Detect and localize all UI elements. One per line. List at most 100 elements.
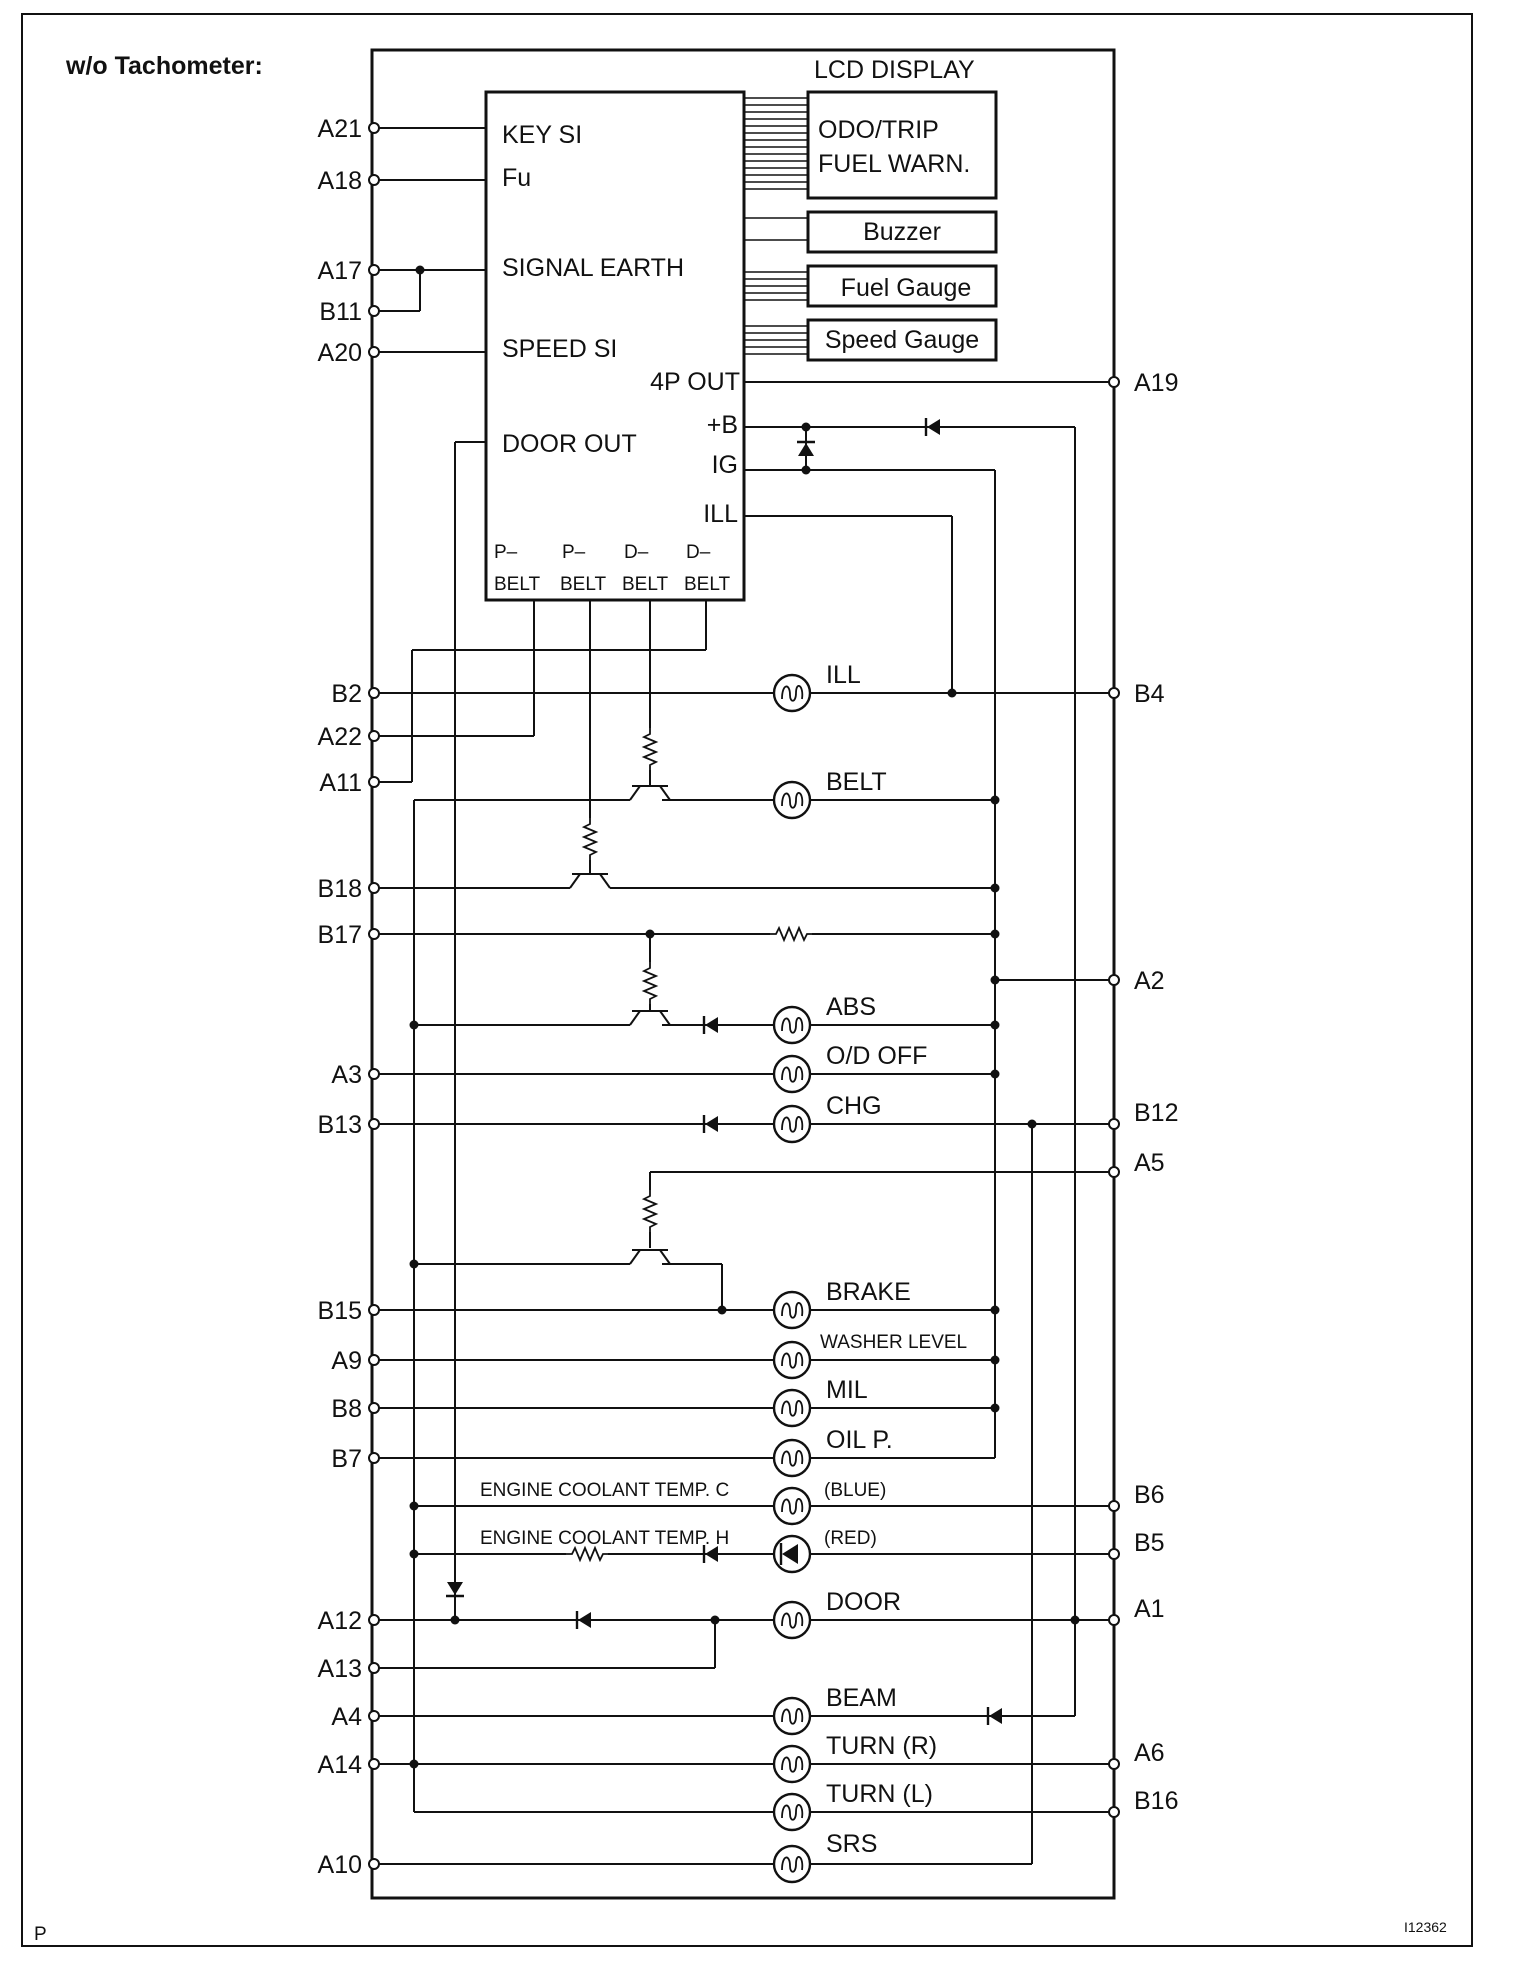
mil-label: MIL	[826, 1376, 868, 1404]
terminal-a2: A2	[1134, 967, 1165, 995]
terminal-b4: B4	[1134, 680, 1165, 708]
od-off-label: O/D OFF	[826, 1042, 927, 1070]
chg-diode	[702, 1113, 720, 1135]
page-frame	[21, 13, 1473, 1947]
od-off-lamp	[772, 1054, 812, 1094]
coolant-h-resistor	[565, 1547, 609, 1561]
ic-belt-pin-1-top: P–	[494, 542, 518, 563]
terminal-b11: B11	[319, 298, 362, 326]
ill-label: ILL	[826, 661, 861, 689]
ic-fu: Fu	[502, 164, 531, 192]
lcd-fuel-gauge: Fuel Gauge	[841, 274, 972, 302]
ic-4p-out: 4P OUT	[650, 368, 740, 396]
terminal-b15: B15	[318, 1297, 362, 1325]
terminal-a9: A9	[331, 1347, 362, 1375]
lcd-bus-lines	[744, 97, 808, 355]
ic-belt-pin-4-bottom: BELT	[684, 574, 731, 595]
chg-label: CHG	[826, 1092, 882, 1120]
srs-lamp	[772, 1844, 812, 1884]
terminal-b5: B5	[1134, 1529, 1165, 1557]
terminal-b8: B8	[331, 1395, 362, 1423]
figure-id: I12362	[1404, 1919, 1447, 1935]
ic-belt-pin-2-top: P–	[562, 542, 586, 563]
beam-label: BEAM	[826, 1684, 897, 1712]
terminal-b13: B13	[318, 1111, 362, 1139]
terminal-b17: B17	[318, 921, 362, 949]
ic-ig: IG	[712, 451, 738, 479]
ic-signal-earth: SIGNAL EARTH	[502, 254, 684, 282]
mil-lamp	[772, 1388, 812, 1428]
terminal-a3: A3	[331, 1061, 362, 1089]
lcd-speed-gauge: Speed Gauge	[825, 326, 979, 354]
turn-l-label: TURN (L)	[826, 1780, 933, 1808]
red-label: (RED)	[824, 1528, 877, 1549]
lcd-buzzer-box	[806, 210, 998, 254]
turn-r-lamp	[772, 1744, 812, 1784]
brake-label: BRAKE	[826, 1278, 911, 1306]
terminal-a14: A14	[318, 1751, 363, 1779]
brake-transistor	[629, 1249, 671, 1265]
plus-b-diode	[924, 416, 942, 438]
terminal-b6: B6	[1134, 1481, 1165, 1509]
b18-transistor-resistor	[583, 817, 597, 861]
ic-belt-pin-4-top: D–	[686, 542, 711, 563]
ic-key-si: KEY SI	[502, 121, 582, 149]
meter-ic	[484, 90, 746, 602]
terminal-b7: B7	[331, 1445, 362, 1473]
ic-door-out: DOOR OUT	[502, 430, 637, 458]
ill-lamp	[772, 673, 812, 713]
terminal-a22: A22	[318, 723, 362, 751]
lcd-fuel-gauge-box	[806, 264, 998, 308]
oil-p-lamp	[772, 1438, 812, 1478]
terminal-a5: A5	[1134, 1149, 1165, 1177]
terminal-a1: A1	[1134, 1595, 1165, 1623]
junction-dots	[409, 265, 1080, 1769]
abs-diode	[702, 1014, 720, 1036]
blue-label: (BLUE)	[824, 1480, 886, 1501]
b17-resistor	[769, 927, 813, 941]
ic-belt-pin-3-bottom: BELT	[622, 574, 669, 595]
lcd-odo-line2: FUEL WARN.	[818, 150, 970, 178]
page-letter: P	[34, 1924, 47, 1945]
ic-belt-pin-3-top: D–	[624, 542, 649, 563]
wiring-lines	[378, 127, 1118, 1865]
srs-label: SRS	[826, 1830, 877, 1858]
coolant-h-led	[772, 1534, 812, 1574]
belt-label: BELT	[826, 768, 887, 796]
abs-transistor	[629, 1004, 671, 1026]
belt-lamp	[772, 780, 812, 820]
terminal-b16: B16	[1134, 1787, 1178, 1815]
oil-p-label: OIL P.	[826, 1426, 893, 1454]
washer-level-lamp	[772, 1340, 812, 1380]
beam-lamp	[772, 1696, 812, 1736]
terminal-a21: A21	[318, 115, 362, 143]
terminal-a18: A18	[318, 167, 362, 195]
abs-transistor-resistor	[643, 961, 657, 1005]
terminal-a19: A19	[1134, 369, 1178, 397]
door-diode	[575, 1609, 593, 1631]
ic-plus-b: +B	[707, 411, 738, 439]
coolant-c-lamp	[772, 1486, 812, 1526]
belt-transistor-resistor	[643, 727, 657, 771]
brake-transistor-resistor	[643, 1189, 657, 1233]
terminal-a4: A4	[331, 1703, 362, 1731]
ic-ill: ILL	[703, 500, 738, 528]
terminal-a10: A10	[318, 1851, 362, 1879]
lcd-title: LCD DISPLAY	[814, 56, 975, 84]
ic-speed-si: SPEED SI	[502, 335, 617, 363]
turn-r-label: TURN (R)	[826, 1732, 937, 1760]
lcd-buzzer: Buzzer	[863, 218, 941, 246]
terminal-b12: B12	[1134, 1099, 1178, 1127]
terminal-circles	[368, 122, 1120, 1870]
diagram-title: w/o Tachometer:	[65, 52, 263, 80]
ic-belt-pin-2-bottom: BELT	[560, 574, 607, 595]
terminal-a6: A6	[1134, 1739, 1165, 1767]
terminal-a13: A13	[318, 1655, 362, 1683]
abs-label: ABS	[826, 993, 876, 1021]
terminal-a12: A12	[318, 1607, 362, 1635]
turn-l-lamp	[772, 1792, 812, 1832]
coolant-h-label: ENGINE COOLANT TEMP. H	[480, 1528, 729, 1549]
terminal-a20: A20	[318, 339, 362, 367]
abs-lamp	[772, 1005, 812, 1045]
